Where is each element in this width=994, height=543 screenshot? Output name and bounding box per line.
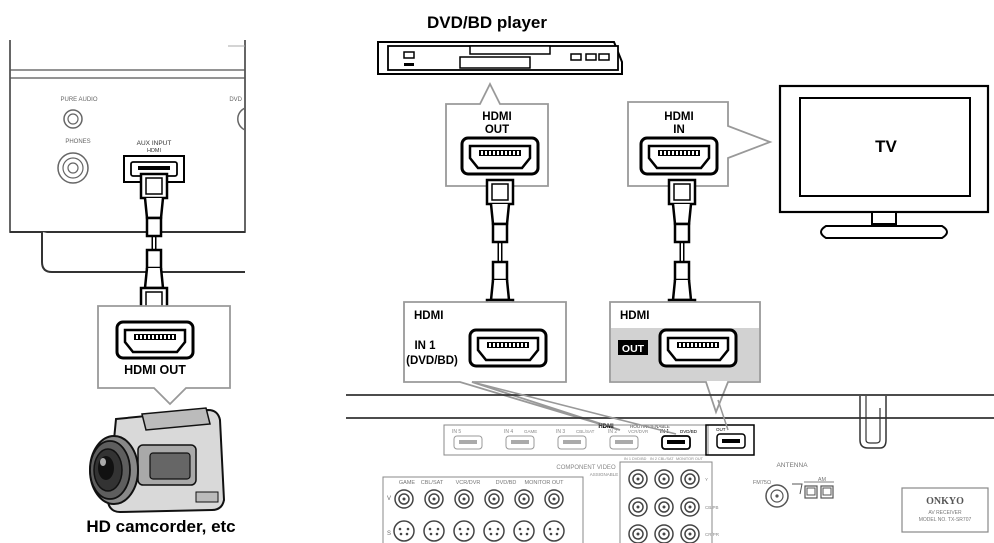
rear-hdmi-in-label: IN 5 bbox=[452, 429, 461, 435]
video-group-label: CBL/SAT bbox=[421, 480, 444, 486]
receiver-hdmi-in-callout: HDMI IN 1 (DVD/BD) bbox=[403, 301, 621, 431]
brand-logo: ONKYO bbox=[926, 496, 964, 507]
component-video-jack[interactable] bbox=[680, 524, 700, 543]
rear-hdmi-in-label: IN 1 bbox=[660, 429, 669, 435]
video-group-label: VCR/DVR bbox=[456, 480, 481, 486]
out-pointer-line bbox=[717, 399, 729, 431]
receiver-out-hdmi-title: HDMI bbox=[620, 310, 649, 322]
rear-hdmi-in-port[interactable] bbox=[609, 435, 639, 450]
rear-hdmi-out-port[interactable] bbox=[716, 433, 746, 449]
s-video-jack[interactable] bbox=[393, 520, 415, 542]
camcorder-port-label: HDMI OUT bbox=[124, 363, 186, 377]
composite-video-jack[interactable] bbox=[454, 489, 474, 509]
component-video-label: COMPONENT VIDEO bbox=[556, 465, 616, 471]
video-group-label: MONITOR OUT bbox=[524, 480, 564, 486]
component-video-jack[interactable] bbox=[654, 524, 674, 543]
s-video-jack[interactable] bbox=[453, 520, 475, 542]
rear-hdmi-out-label: OUT bbox=[716, 427, 726, 432]
composite-video-jack[interactable] bbox=[424, 489, 444, 509]
phones-jack[interactable] bbox=[57, 152, 89, 184]
rear-hdmi-in-port[interactable] bbox=[661, 435, 691, 450]
pure-audio-label: PURE AUDIO bbox=[60, 97, 97, 103]
component-video-jack[interactable] bbox=[680, 497, 700, 517]
composite-video-jack[interactable] bbox=[484, 489, 504, 509]
pure-audio-knob[interactable] bbox=[63, 109, 83, 129]
tv-icon bbox=[778, 84, 990, 239]
camcorder-callout: HDMI OUT bbox=[97, 305, 231, 406]
in1-pointer-line bbox=[471, 381, 677, 435]
receiver-in-hdmi-title: HDMI bbox=[414, 310, 443, 322]
fm-antenna-jack[interactable] bbox=[765, 484, 789, 508]
rear-hdmi-in-name: DVD/BD bbox=[680, 429, 698, 434]
component-side-label: CR/PR bbox=[705, 532, 720, 537]
receiver-out-badge-text: OUT bbox=[622, 343, 645, 355]
s-video-jack[interactable] bbox=[423, 520, 445, 542]
rear-hdmi-in-port[interactable] bbox=[453, 435, 483, 450]
component-video-jack[interactable] bbox=[680, 469, 700, 489]
am-label: AM bbox=[818, 477, 827, 483]
aux-input-hdmi-label: HDMI bbox=[147, 148, 162, 154]
tv-label: TV bbox=[875, 137, 897, 156]
component-video-jack[interactable] bbox=[654, 469, 674, 489]
rear-hdmi-in-label: IN 3 bbox=[556, 429, 565, 435]
tv-callout-hdmi: HDMI bbox=[664, 111, 693, 123]
component-side-label: CB/PB bbox=[705, 505, 719, 510]
am-antenna-terminals[interactable] bbox=[804, 485, 834, 499]
component-video-jack[interactable] bbox=[628, 469, 648, 489]
fm-label: FM75Ω bbox=[753, 480, 771, 486]
composite-video-jack[interactable] bbox=[544, 489, 564, 509]
receiver-rear-panel: HDMI ROUTING/ENABLE IN 5 IN 4 GAME IN 3 CBL/… bbox=[346, 394, 994, 543]
video-side-s: S bbox=[387, 531, 391, 537]
component-header: MONITOR OUT bbox=[676, 457, 704, 461]
component-header: IN 2 CBL/SAT bbox=[650, 457, 674, 461]
model-line-2: MODEL NO. TX-SR707 bbox=[919, 517, 972, 523]
composite-video-jack[interactable] bbox=[394, 489, 414, 509]
tv-hdmi-in-callout: HDMI IN bbox=[627, 101, 773, 187]
rear-hdmi-in-name: VCR/DVR bbox=[628, 429, 649, 434]
component-video-sub: ASSIGNABLE bbox=[590, 472, 619, 477]
receiver-front-panel: PURE AUDIO PHONES DVD AUX INPUT HDMI bbox=[9, 40, 246, 273]
composite-video-jack[interactable] bbox=[514, 489, 534, 509]
phones-label: PHONES bbox=[65, 139, 90, 145]
rear-hdmi-in-label: IN 2 bbox=[608, 429, 617, 435]
component-video-jack[interactable] bbox=[628, 497, 648, 517]
player-label: DVD/BD player bbox=[427, 13, 547, 32]
player-callout-out: OUT bbox=[485, 124, 509, 136]
rear-hdmi-in-name: GAME bbox=[524, 429, 537, 434]
component-video-jack[interactable] bbox=[654, 497, 674, 517]
player-hdmi-out-callout: HDMI OUT bbox=[445, 81, 549, 187]
rear-hdmi-in-label: IN 4 bbox=[504, 429, 513, 435]
receiver-in-port-sub: (DVD/BD) bbox=[406, 355, 458, 367]
dvd-bd-player-icon bbox=[377, 41, 623, 75]
dvd-label: DVD bbox=[229, 97, 242, 103]
s-video-jack[interactable] bbox=[513, 520, 535, 542]
rear-hdmi-in-port[interactable] bbox=[505, 435, 535, 450]
camcorder-label: HD camcorder, etc bbox=[86, 517, 235, 536]
receiver-out-badge bbox=[618, 340, 648, 355]
component-video-jack[interactable] bbox=[628, 524, 648, 543]
video-group-label: GAME bbox=[399, 480, 416, 486]
antenna-label: ANTENNA bbox=[776, 462, 808, 469]
rear-hdmi-in-name: CBL/SAT bbox=[576, 429, 595, 434]
model-line-1: AV RECEIVER bbox=[928, 510, 962, 516]
receiver-in-port-label: IN 1 bbox=[414, 340, 436, 352]
video-group-label: DVD/BD bbox=[496, 480, 517, 486]
video-side-v: V bbox=[387, 496, 391, 502]
rear-hdmi-subtitle: ROUTING/ENABLE bbox=[630, 424, 670, 429]
camcorder-hdmi-cable bbox=[139, 172, 169, 314]
s-video-jack[interactable] bbox=[543, 520, 565, 542]
rear-hdmi-label: HDMI bbox=[598, 424, 614, 430]
aux-input-label: AUX INPUT bbox=[137, 140, 172, 147]
tv-callout-in: IN bbox=[673, 124, 685, 136]
player-callout-hdmi: HDMI bbox=[482, 111, 511, 123]
component-side-label: Y bbox=[705, 477, 708, 482]
component-header: IN 1 DVD/BD bbox=[624, 457, 647, 461]
receiver-hdmi-out-callout: HDMI OUT bbox=[609, 301, 761, 415]
camcorder-icon bbox=[89, 407, 226, 514]
rear-hdmi-in-port[interactable] bbox=[557, 435, 587, 450]
s-video-jack[interactable] bbox=[483, 520, 505, 542]
